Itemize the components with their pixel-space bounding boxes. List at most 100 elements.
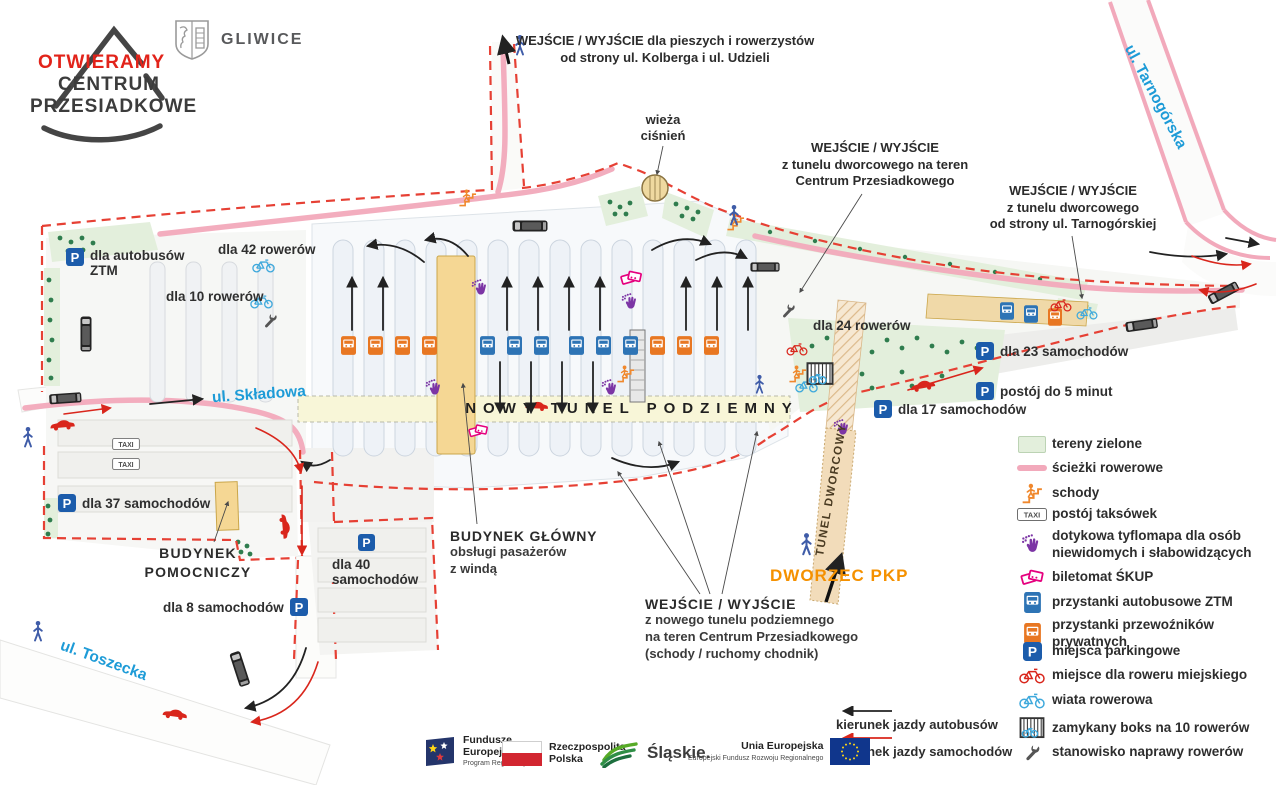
parking-sign-icon <box>358 534 375 551</box>
parking-stop5-label: postój do 5 minut <box>976 382 1113 400</box>
legend-label: przystanki przewoźników prywatnych <box>1052 617 1215 649</box>
logo-subtext: Europejski Fundusz Rozwoju Regionalnego <box>688 754 824 762</box>
parking-icon <box>976 342 994 360</box>
bus-direction-arrow <box>841 706 892 716</box>
parking-cars40-label: dla 40 samochodów <box>332 557 419 588</box>
legend-label: biletomat ŚKUP <box>1052 568 1154 584</box>
parking-bikes42-label: dla 42 rowerów <box>218 242 316 257</box>
parking-icon <box>290 598 308 616</box>
tactile-map-icon <box>1020 533 1044 557</box>
parking-cars8-label: dla 8 samochodów <box>163 598 308 616</box>
entrance-new-tunnel-sub: z nowego tunelu podziemnego na teren Cen… <box>645 612 859 661</box>
logo-unia-europejska: Unia Europejska Europejski Fundusz Rozwo… <box>688 738 871 765</box>
green-area-swatch <box>1012 436 1052 453</box>
main-building <box>436 255 476 455</box>
parking-icon <box>976 382 994 400</box>
logo-text: Śląskie. <box>647 743 711 762</box>
legend-item-tactile-map: dotykowa tyflomapa dla osób niewidomych … <box>1012 528 1252 562</box>
aux-building-label: BUDYNEK POMOCNICZY <box>144 545 252 580</box>
bus-icon <box>512 220 548 232</box>
city-name: GLIWICE <box>221 31 304 48</box>
main-building-label: BUDYNEK GŁÓWNY obsługi pasażerów z windą <box>450 528 597 578</box>
entrance-top-label: WEJŚCIE / WYJŚCIE dla pieszych i rowerzy… <box>515 33 815 65</box>
legend-label: postój taksówek <box>1052 506 1158 521</box>
leader-lines <box>213 145 1084 595</box>
eu-flag-icon <box>830 738 871 765</box>
parking-icon <box>1023 642 1042 661</box>
bike-shelter-icon <box>1019 692 1045 709</box>
parking-icon <box>66 248 84 266</box>
legend-item-bike-repair: stanowisko naprawy rowerów <box>1012 743 1243 762</box>
stairs-icon <box>1021 482 1043 504</box>
pedestrian-icon <box>801 532 812 556</box>
main-building-title: BUDYNEK GŁÓWNY <box>450 528 598 544</box>
road-tarnogorska-curve <box>1182 226 1276 296</box>
top-entry-arrow <box>497 34 517 65</box>
logo-rzeczpospolita-polska: Rzeczpospolita Polska <box>502 741 625 766</box>
railway-station-label: DWORZEC PKP <box>770 566 909 585</box>
gliwice-crest-icon <box>175 20 209 60</box>
legend-item-parking: miejsca parkingowe <box>1012 642 1180 661</box>
logo-text: Unia Europejska <box>741 740 824 753</box>
legend-item-bike-shelter: wiata rowerowa <box>1012 692 1153 709</box>
poland-flag-icon <box>502 741 542 766</box>
logo-text: Rzeczpospolita Polska <box>549 740 626 765</box>
legend-label: miejsca parkingowe <box>1052 643 1181 659</box>
city-bike-icon <box>1019 667 1045 684</box>
legend-label: wiata rowerowa <box>1052 692 1153 708</box>
legend-label: zamykany boks na 10 rowerów <box>1052 720 1250 736</box>
legend-item-taxi: postój taksówek <box>1012 506 1157 523</box>
entrance-new-tunnel-title: WEJŚCIE / WYJŚCIE <box>645 596 797 612</box>
logo-fundusze-europejskie: Fundusze Europejskie Program Regionalny <box>424 734 527 768</box>
legend-item-ticket-machine: biletomat ŚKUP <box>1012 567 1153 587</box>
legend-label: stanowisko naprawy rowerów <box>1052 744 1244 760</box>
logo-line1: OTWIERAMY <box>38 52 166 73</box>
parking-cars37-text: dla 37 samochodów <box>82 496 211 511</box>
ztm-bus-lanes <box>149 261 274 403</box>
new-tunnel-band <box>297 395 791 423</box>
entrance-tunnel-tarnogorska-label: WEJŚCIE / WYJŚCIE z tunelu dworcowego od… <box>989 183 1157 232</box>
bus-route-arrows <box>149 232 1261 712</box>
legend-item-bus-stops-ztm: przystanki autobusowe ZTM <box>1012 592 1233 613</box>
road-tarnogorska <box>1108 0 1228 226</box>
logo-subtext: Program Regionalny <box>463 760 527 768</box>
legend-item-bike-paths: ścieżki rowerowe <box>1012 460 1163 477</box>
legend-label: miejsce dla roweru miejskiego <box>1052 667 1248 683</box>
parking-cars23-label: dla 23 samochodów <box>976 342 1128 360</box>
city-logo: GLIWICE <box>175 20 303 60</box>
water-tower-label: wieża ciśnień <box>640 112 686 144</box>
legend-label: tereny zielone <box>1052 436 1143 452</box>
parking-cars23-text: dla 23 samochodów <box>1000 344 1129 359</box>
legend-item-bus-stops-private: przystanki przewoźników prywatnych <box>1012 617 1280 651</box>
bus-icon <box>750 262 780 272</box>
slaskie-icon <box>600 742 638 768</box>
direction-bus: kierunek jazdy autobusów <box>836 706 998 732</box>
parking-cars17-text: dla 17 samochodów <box>898 402 1027 417</box>
taxi-stand-icon <box>1017 508 1047 521</box>
bike-paths <box>22 43 1245 455</box>
legend-label: ścieżki rowerowe <box>1052 460 1164 475</box>
legend-label: schody <box>1052 484 1100 500</box>
parking-ztm-text: dla autobusów ZTM <box>90 248 185 279</box>
station-entry-arrow <box>824 552 846 603</box>
car-direction-label: kierunek jazdy samochodów <box>836 744 1013 759</box>
bus-icon <box>80 316 92 352</box>
parking-cars17-label: dla 17 samochodów <box>874 400 1026 418</box>
parking-icon <box>874 400 892 418</box>
parking-bikes24-label: dla 24 rowerów <box>813 318 911 333</box>
pedestrian-icon <box>23 426 33 448</box>
bike-box-icon <box>1019 717 1045 740</box>
legend-item-bike-box: zamykany boks na 10 rowerów <box>1012 717 1249 740</box>
bus-stop-ztm-icon <box>1024 592 1041 613</box>
legend-item-green-areas: tereny zielone <box>1012 436 1142 453</box>
legend-label: dotykowa tyflomapa dla osób niewidomych … <box>1052 528 1252 560</box>
bike-path-swatch <box>1012 465 1052 472</box>
parking37-stalls <box>57 419 293 513</box>
taxi-stand-icon <box>112 438 140 450</box>
parking-bikes10-label: dla 10 rowerów <box>166 289 264 304</box>
fundusze-europejskie-icon <box>426 736 454 766</box>
parking-ztm-label: dla autobusów ZTM <box>66 248 185 278</box>
entrance-new-tunnel-label: WEJŚCIE / WYJŚCIE z nowego tunelu podzie… <box>645 596 858 663</box>
bus-icon <box>229 650 251 688</box>
